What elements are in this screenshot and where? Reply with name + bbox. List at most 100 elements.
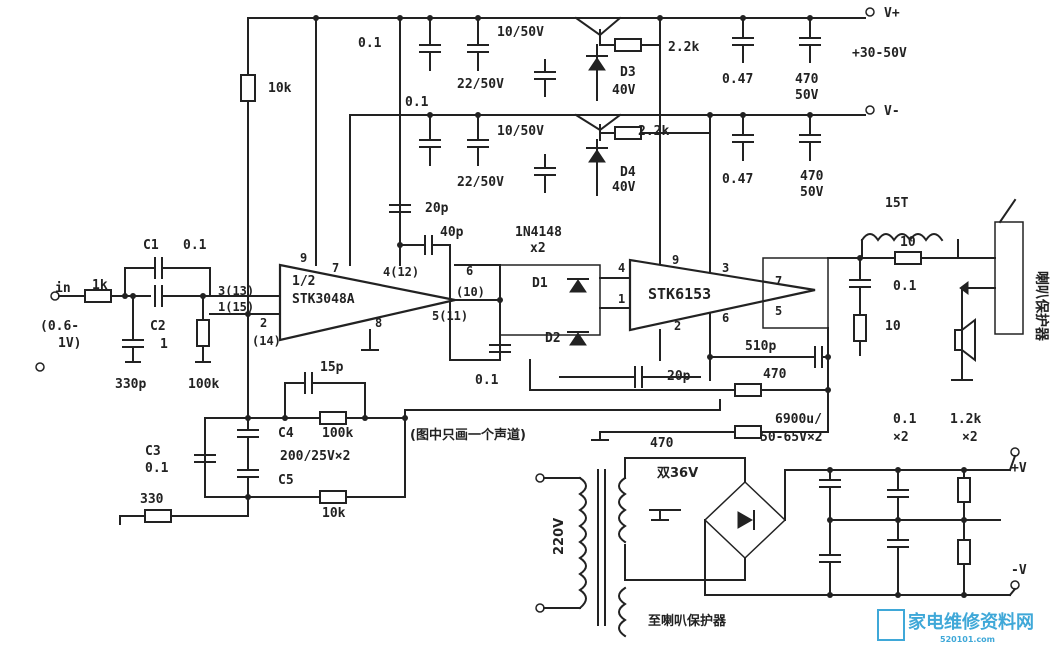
label-10k-fb: 10k	[322, 506, 346, 521]
speaker-icon	[951, 317, 976, 381]
label-psu-vminus: -V	[1011, 563, 1027, 578]
label-10b: 10	[885, 319, 901, 334]
label-psu-vplus: +V	[1011, 461, 1027, 476]
label-dual-36v: 双36V	[657, 466, 698, 481]
cap-c3	[194, 454, 216, 463]
cap-470-top	[799, 17, 821, 63]
power-out-box	[762, 257, 829, 329]
label-c40p: 40p	[440, 225, 464, 240]
label-10-50-top: 10/50V	[497, 25, 544, 40]
label-c3: C3	[145, 444, 161, 459]
preamp-label-2: STK3048A	[292, 292, 355, 307]
cap-0.1-psu	[887, 469, 909, 596]
v-plus-rail	[247, 7, 875, 46]
label-c470-mid: 470	[800, 169, 824, 184]
label-d4: D4	[620, 165, 636, 180]
diode-box	[499, 264, 601, 336]
resistor-100k-fb	[319, 411, 347, 425]
label-470b: 470	[650, 436, 674, 451]
pre-pin-1: 1(15)	[218, 300, 254, 314]
pwr-pin-7: 7	[775, 274, 782, 288]
pre-pin-6: 6	[466, 264, 473, 278]
label-d4v: 40V	[612, 180, 636, 195]
label-c01-mid: 0.1	[405, 95, 429, 110]
pre-pin-4: 4(12)	[383, 265, 419, 279]
label-c1v: 0.1	[183, 238, 207, 253]
label-d3: D3	[620, 65, 636, 80]
resistor-2.2k-top	[614, 38, 642, 52]
pre-pin-3: 3(13)	[218, 284, 254, 298]
label-psu-c01x: ×2	[893, 430, 909, 445]
cap-elec-mid	[534, 154, 556, 193]
label-range2: 1V)	[58, 336, 81, 351]
pwr-pin-5: 5	[775, 304, 782, 318]
bridge-rectifier	[703, 480, 787, 560]
cap-22-50-mid	[467, 114, 489, 166]
label-330: 330	[140, 492, 164, 507]
pre-pin-10: (10)	[456, 285, 485, 299]
label-1n4148: 1N4148	[515, 225, 562, 240]
label-1.2k: 1.2k	[950, 412, 981, 427]
transformer-secondary	[618, 476, 627, 544]
cap-6900u	[819, 469, 841, 596]
label-vplus: V+	[884, 6, 900, 21]
label-c047-mid: 0.47	[722, 172, 753, 187]
resistor-1.2k-a	[957, 477, 971, 503]
resistor-10k-fb	[319, 490, 347, 504]
cap-470-mid	[799, 114, 821, 161]
label-d3v: 40V	[612, 83, 636, 98]
resistor-100k-in	[196, 319, 210, 347]
label-c20p: 20p	[425, 201, 449, 216]
pwr-pin-1: 1	[618, 292, 625, 306]
label-c2: C2	[150, 319, 166, 334]
speaker-protector-box	[994, 221, 1024, 335]
cap-40p	[399, 235, 451, 361]
label-220v: 220V	[552, 518, 567, 555]
pre-pin-14: (14)	[252, 334, 281, 348]
label-10-50-mid: 10/50V	[497, 124, 544, 139]
pwr-pin-4: 4	[618, 261, 625, 275]
cap-0.1-diode	[489, 334, 511, 353]
label-c047-top: 0.47	[722, 72, 753, 87]
resistor-1.2k-b	[957, 539, 971, 565]
label-c01-out: 0.1	[893, 279, 917, 294]
pre-pin-8: 8	[375, 316, 382, 330]
label-d1: D1	[532, 276, 548, 291]
cap-0.1-top	[419, 17, 441, 71]
cap-c2	[154, 285, 281, 307]
label-psu-c01: 0.1	[893, 412, 917, 427]
label-c01-top: 0.1	[358, 36, 382, 51]
label-100k-in: 100k	[188, 377, 219, 392]
cap-0.47-mid	[732, 114, 754, 161]
label-6900u-2: 50-65V×2	[760, 430, 823, 445]
preamp-label-1: 1/2	[292, 274, 315, 289]
pwr-pin-6: 6	[722, 311, 729, 325]
resistor-330	[144, 509, 172, 523]
resistor-10k	[240, 74, 256, 102]
label-510p: 510p	[745, 339, 776, 354]
resistor-10-out	[894, 251, 922, 265]
label-2.2k-mid: 2.2k	[638, 124, 669, 139]
watermark-site: 家电维修资料网	[908, 611, 1034, 633]
label-10-out: 10	[900, 235, 916, 250]
label-22-50-top: 22/50V	[457, 77, 504, 92]
label-10k: 10k	[268, 81, 292, 96]
v-minus-rail	[349, 105, 875, 266]
label-c470-top: 470	[795, 72, 819, 87]
cap-elec-top	[534, 59, 556, 97]
pre-pin-2: 2	[260, 316, 267, 330]
label-470a: 470	[763, 367, 787, 382]
diode-d1	[567, 278, 589, 293]
pre-pin-9: 9	[300, 251, 307, 265]
label-c3v: 0.1	[145, 461, 169, 476]
label-330p: 330p	[115, 377, 146, 392]
pre-pin-5: 5(11)	[432, 309, 468, 323]
junction-dots	[122, 15, 967, 598]
pre-pin-7: 7	[332, 261, 339, 275]
label-2.2k-top: 2.2k	[668, 40, 699, 55]
resistor-10b	[853, 314, 867, 342]
cap-20p	[389, 204, 411, 213]
power-amp-stk6153	[628, 258, 816, 332]
zener-d4	[586, 147, 608, 163]
label-200-25: 200/25V×2	[280, 449, 350, 464]
